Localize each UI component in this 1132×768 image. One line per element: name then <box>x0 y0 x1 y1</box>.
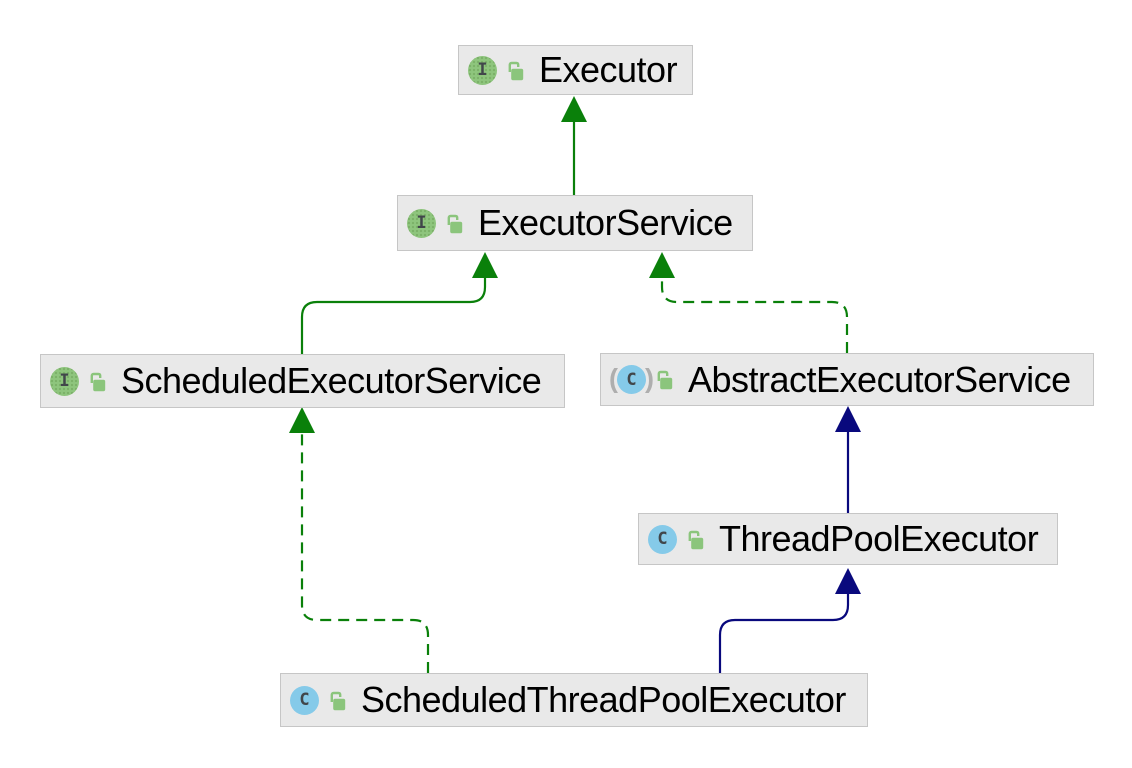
node-label: AbstractExecutorService <box>688 358 1071 400</box>
node-scheduled-thread-pool-executor[interactable]: C ScheduledThreadPoolExecutor <box>280 673 868 727</box>
public-lock-icon <box>447 214 463 233</box>
interface-icon: I <box>50 366 79 396</box>
class-letter: C <box>299 690 310 710</box>
node-thread-pool-executor[interactable]: C ThreadPoolExecutor <box>638 513 1058 565</box>
public-lock-icon <box>657 370 673 390</box>
interface-letter: I <box>477 60 488 80</box>
public-lock-icon <box>330 691 346 710</box>
node-label: ScheduledExecutorService <box>121 360 542 401</box>
public-lock-icon <box>90 372 106 391</box>
interface-letter: I <box>416 213 427 233</box>
node-scheduled-executor-service[interactable]: I ScheduledExecutorService <box>40 354 565 408</box>
edge-abstractexecutorservice-implements-executorservice <box>649 252 849 353</box>
edge-scheduledthreadpoolexecutor-implements-scheduledexecutorservice <box>289 407 430 673</box>
interface-icon: I <box>468 55 497 85</box>
abstract-paren-left: ( <box>609 362 618 393</box>
abstract-class-icon: ( C ) <box>609 364 654 394</box>
class-icon: C <box>648 524 677 554</box>
node-label: Executor <box>539 49 678 90</box>
node-label: ExecutorService <box>478 202 733 243</box>
class-letter: C <box>626 369 637 390</box>
abstract-paren-right: ) <box>645 362 654 393</box>
node-abstract-executor-service[interactable]: ( C ) AbstractExecutorService <box>600 353 1094 406</box>
edge-scheduledthreadpoolexecutor-extends-threadpoolexecutor <box>718 568 861 673</box>
interface-letter: I <box>59 371 70 391</box>
public-lock-icon <box>688 530 704 549</box>
edge-executorservice-extends-executor <box>561 96 587 195</box>
interface-icon: I <box>407 208 436 238</box>
node-label: ScheduledThreadPoolExecutor <box>361 679 846 720</box>
class-icon: C <box>290 685 319 715</box>
edge-threadpoolexecutor-extends-abstractexecutorservice <box>835 406 861 513</box>
node-executor-service[interactable]: I ExecutorService <box>397 195 753 251</box>
node-label: ThreadPoolExecutor <box>719 518 1039 559</box>
class-letter: C <box>657 529 668 549</box>
public-lock-icon <box>508 61 524 80</box>
node-executor[interactable]: I Executor <box>458 45 693 95</box>
edge-scheduledexecutorservice-extends-executorservice <box>300 252 498 354</box>
